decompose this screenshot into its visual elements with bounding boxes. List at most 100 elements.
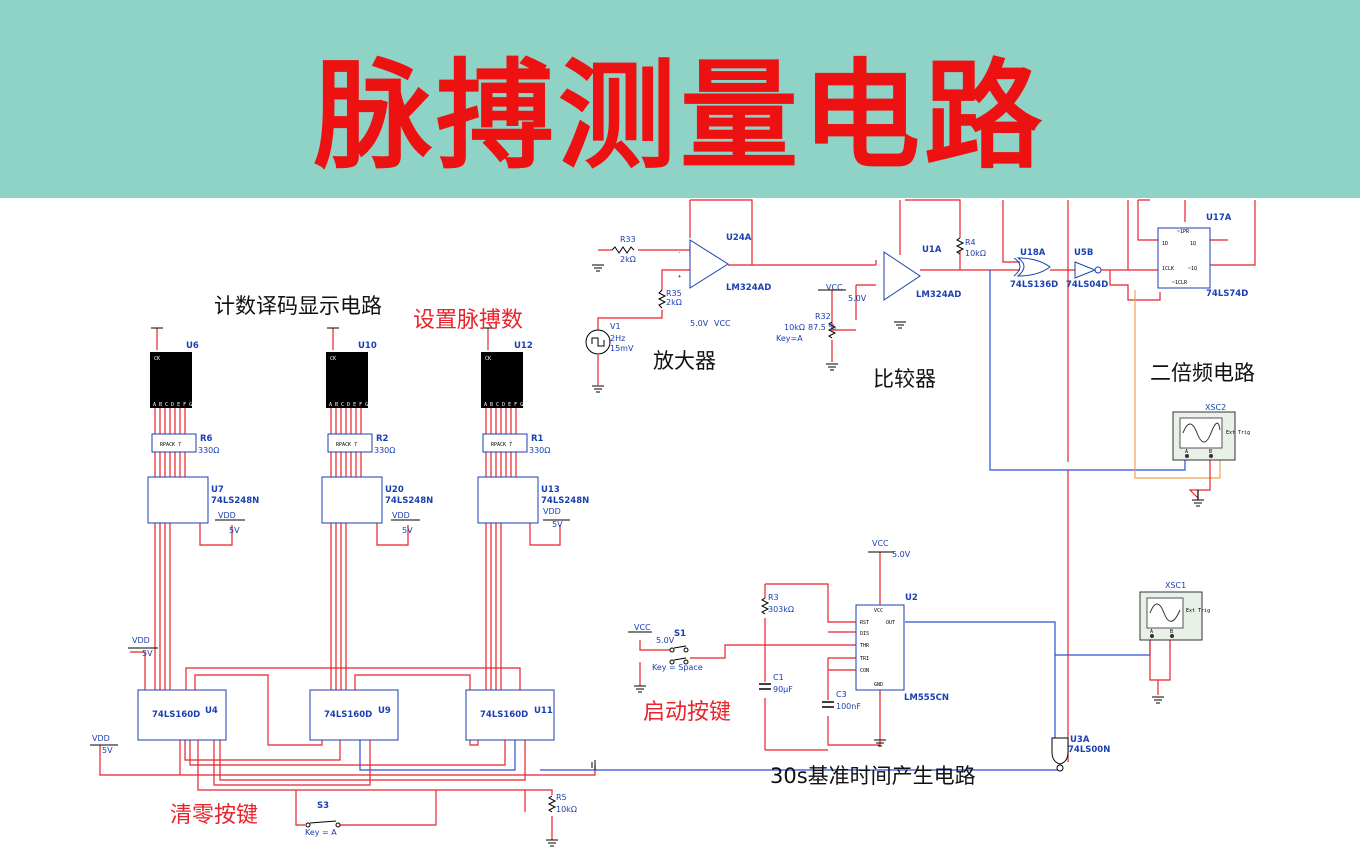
u10-ref: U10 — [358, 341, 377, 351]
r32-vcc: VCC — [826, 283, 843, 292]
xsc1-ext: Ext Trig — [1186, 608, 1210, 614]
u3a-part: 74LS00N — [1068, 745, 1110, 755]
r6-ref: R6 — [200, 434, 213, 444]
u24a-rail: VCC — [714, 319, 731, 328]
switch-s3 — [305, 820, 341, 828]
section-counter-display: 计数译码显示电路 — [214, 294, 382, 318]
u18a-part: 74LS136D — [1010, 280, 1058, 290]
u6-ref: U6 — [186, 341, 199, 351]
u2-pin-con: CON — [860, 668, 869, 674]
xsc2-b: B — [1209, 449, 1212, 455]
r35-value: 2kΩ — [666, 298, 682, 307]
u2-ref: U2 — [905, 593, 918, 603]
r35-ref: R35 — [666, 289, 682, 298]
section-start-key: 启动按键 — [643, 700, 731, 725]
u13-part: 74LS248N — [541, 496, 589, 506]
xsc1-b: B — [1170, 629, 1173, 635]
xsc2-ref: XSC2 — [1205, 403, 1226, 412]
r1-value: 330Ω — [529, 446, 550, 455]
u2-pin-tri: TRI — [860, 656, 869, 662]
decoder-u20 — [321, 476, 383, 524]
title-banner: 脉搏测量电路 — [0, 0, 1360, 198]
vdd-counter-label: VDD — [132, 636, 150, 645]
u17a-part: 74LS74D — [1206, 289, 1248, 299]
u2-pin-dis: DIS — [860, 631, 869, 637]
resistor-pack-r2 — [327, 433, 373, 453]
switch-s1 — [669, 645, 689, 665]
resistor-pack-r6 — [151, 433, 197, 453]
u2-pin-vcc: VCC — [874, 608, 883, 614]
section-comparator: 比较器 — [873, 367, 936, 391]
s1-key: Key = Space — [652, 663, 703, 672]
u17a-pin-qn: ~1Q — [1188, 266, 1197, 272]
v1-freq: 2Hz — [610, 334, 625, 343]
r1-pack: RPACK 7 — [491, 442, 512, 448]
u2-pin-thr: THR — [860, 643, 870, 649]
vdd-u20-label: VDD — [392, 511, 410, 520]
ground-symbols — [90, 264, 1204, 847]
section-amplifier: 放大器 — [653, 349, 716, 373]
r5-ref: R5 — [556, 793, 567, 802]
section-doubler: 二倍频电路 — [1150, 361, 1255, 385]
vdd-left-value: 5V — [102, 746, 113, 755]
page-title: 脉搏测量电路 — [313, 47, 1046, 185]
u1a-ref: U1A — [922, 245, 942, 255]
r6-value: 330Ω — [198, 446, 219, 455]
r3-value: 303kΩ — [768, 605, 794, 614]
u10-ck: CK — [330, 356, 336, 362]
u2-part: LM555CN — [904, 693, 949, 703]
u3a-ref: U3A — [1070, 735, 1090, 745]
r33-ref: R33 — [620, 235, 636, 244]
oscilloscope-xsc1 — [1139, 591, 1203, 641]
u13-ref: U13 — [541, 485, 560, 495]
pulse-source-v1 — [585, 329, 611, 355]
seven-segment-display-u12 — [481, 352, 523, 408]
seven-segment-display-u6 — [150, 352, 192, 408]
u4-ref: U4 — [205, 706, 218, 716]
r32-supply: 5.0V — [848, 294, 867, 303]
s3-ref: S3 — [317, 801, 329, 811]
u24a-ref: U24A — [726, 233, 752, 243]
capacitors — [759, 683, 834, 708]
u2-pin-rst: RST — [860, 620, 869, 626]
amplifier-opamp: -+ — [678, 239, 729, 289]
vdd-u7-label: VDD — [218, 511, 236, 520]
c1-value: 90µF — [773, 685, 793, 694]
u20-part: 74LS248N — [385, 496, 433, 506]
u17a-pin-pr: ~1PR — [1177, 229, 1190, 235]
u7-part: 74LS248N — [211, 496, 259, 506]
u17a-pin-q: 1Q — [1190, 241, 1196, 247]
u5b-part: 74LS04D — [1066, 280, 1108, 290]
r33-value: 2kΩ — [620, 255, 636, 264]
vdd-u13-value: 5V — [552, 520, 563, 529]
xsc2-ext: Ext Trig — [1226, 430, 1250, 436]
u4-part: 74LS160D — [152, 710, 200, 720]
u17a-ref: U17A — [1206, 213, 1232, 223]
r6-pack: RPACK 7 — [160, 442, 181, 448]
r1-ref: R1 — [531, 434, 544, 444]
xsc1-ref: XSC1 — [1165, 581, 1186, 590]
u1a-part: LM324AD — [916, 290, 961, 300]
counter-u9 — [309, 689, 399, 741]
r4-value: 10kΩ — [965, 249, 986, 258]
xsc2-a: A — [1185, 449, 1188, 455]
section-set-pulse: 设置脉搏数 — [413, 308, 523, 333]
nand-gate-u3a — [1051, 737, 1069, 772]
u20-ref: U20 — [385, 485, 404, 495]
decoder-u13 — [477, 476, 539, 524]
u9-ref: U9 — [378, 706, 391, 716]
u12-pins: A B C D E F G — [484, 402, 523, 408]
r3-ref: R3 — [768, 593, 779, 602]
u18a-ref: U18A — [1020, 248, 1046, 258]
resistors — [547, 237, 965, 813]
c3-value: 100nF — [836, 702, 861, 711]
r5-value: 10kΩ — [556, 805, 577, 814]
u2-pin-gnd: GND — [874, 682, 883, 688]
u2-supply: 5.0V — [892, 550, 911, 559]
c3-ref: C3 — [836, 690, 847, 699]
u2-pin-out: OUT — [886, 620, 895, 626]
r32-value: 10kΩ — [784, 323, 805, 332]
u2-vcc: VCC — [872, 539, 889, 548]
comparator-opamp — [883, 251, 921, 301]
u10-pins: A B C D E F G — [329, 402, 368, 408]
